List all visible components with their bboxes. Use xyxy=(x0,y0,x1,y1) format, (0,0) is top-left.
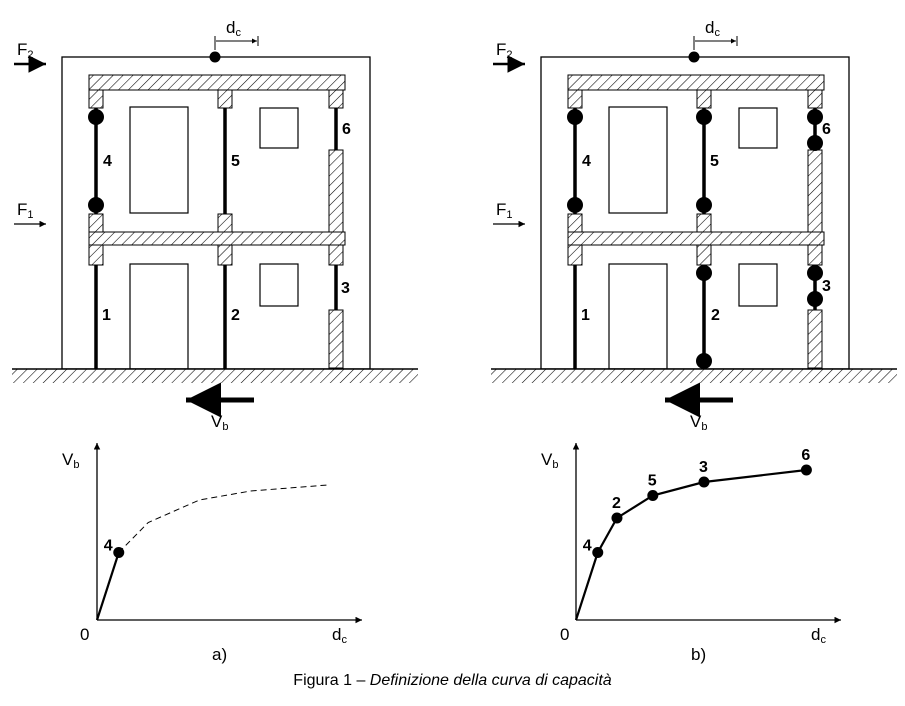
frame-a-element-5: 5 xyxy=(231,153,240,170)
chart-b-point-4 xyxy=(592,547,604,558)
frame-a-force-top-label: F2 xyxy=(17,40,34,61)
frame-a: F2 F1 dc Vb 1 2 3 4 5 6 xyxy=(12,18,418,433)
frame-b-hinge-2-top xyxy=(696,265,712,281)
frame-b-hinge-4-top xyxy=(567,109,583,125)
frame-a-element-2: 2 xyxy=(231,307,240,324)
frame-a-hinge-4-top xyxy=(88,109,104,125)
chart-a-origin-label: 0 xyxy=(80,625,89,644)
frame-b-element-3: 3 xyxy=(822,278,831,295)
chart-b-panel-label: b) xyxy=(691,645,706,664)
frame-b-hinge-2-bottom xyxy=(696,353,712,369)
chart-b-point-3 xyxy=(698,476,710,488)
frame-a-hinge-4-bottom xyxy=(88,197,104,213)
chart-b: Vb dc 0 b) 4 2 5 3 6 xyxy=(541,443,841,664)
frame-b-base-shear-label: Vb xyxy=(690,412,707,433)
frame-a-element-3: 3 xyxy=(341,280,350,297)
frame-b-element-5: 5 xyxy=(710,153,719,170)
chart-a-dashed-curve xyxy=(118,484,328,553)
chart-b-point-5 xyxy=(647,490,659,501)
frame-b-element-2: 2 xyxy=(711,307,720,324)
frame-b-hinge-3-top xyxy=(807,265,823,281)
caption-title: Definizione della curva di capacità xyxy=(369,672,612,689)
frame-b-hinge-5-bottom xyxy=(696,197,712,213)
frame-b-element-4: 4 xyxy=(582,153,591,170)
frame-b-hinge-5-top xyxy=(696,109,712,125)
chart-a: Vb dc 0 a) 4 xyxy=(62,443,362,664)
chart-a-point-4 xyxy=(113,547,125,558)
chart-b-point-label-4: 4 xyxy=(583,538,592,555)
figure-caption: Figura 1 – Definizione della curva di ca… xyxy=(0,672,905,690)
frame-a-structure xyxy=(12,36,418,400)
caption-prefix: Figura 1 – xyxy=(293,672,370,689)
chart-b-point-label-6: 6 xyxy=(801,447,810,464)
frame-b-hinge-6-top xyxy=(807,109,823,125)
frame-b-hinge-3-bottom xyxy=(807,291,823,307)
frame-a-element-1: 1 xyxy=(102,307,111,324)
chart-a-panel-label: a) xyxy=(212,645,227,664)
chart-a-curve xyxy=(95,552,120,621)
frame-a-element-4: 4 xyxy=(103,153,112,170)
chart-b-curve xyxy=(574,468,807,621)
chart-a-x-label: dc xyxy=(332,625,347,646)
frame-b-structure xyxy=(491,36,897,400)
frame-a-force-mid-label: F1 xyxy=(17,200,34,221)
frame-b-hinge-4-bottom xyxy=(567,197,583,213)
frame-b-element-6: 6 xyxy=(822,121,831,138)
frame-b-force-top-label: F2 xyxy=(496,40,513,61)
chart-a-point-label-4: 4 xyxy=(104,538,113,555)
chart-b-point-label-5: 5 xyxy=(648,473,657,490)
frame-b-disp-label: dc xyxy=(705,18,720,39)
frame-b-element-1: 1 xyxy=(581,307,590,324)
frame-a-base-shear-label: Vb xyxy=(211,412,228,433)
chart-b-point-2 xyxy=(611,512,623,524)
chart-b-point-label-2: 2 xyxy=(612,495,621,512)
chart-b-point-label-3: 3 xyxy=(699,459,708,476)
frame-a-element-6: 6 xyxy=(342,121,351,138)
chart-a-y-label: Vb xyxy=(62,450,79,471)
frame-a-disp-label: dc xyxy=(226,18,241,39)
chart-b-y-label: Vb xyxy=(541,450,558,471)
chart-b-origin-label: 0 xyxy=(560,625,569,644)
frame-b-hinge-6-bottom xyxy=(807,135,823,151)
frame-b-force-mid-label: F1 xyxy=(496,200,513,221)
frame-b: F2 F1 dc Vb 1 2 3 4 5 6 xyxy=(491,18,897,433)
chart-b-point-6 xyxy=(800,464,812,476)
chart-b-x-label: dc xyxy=(811,625,826,646)
